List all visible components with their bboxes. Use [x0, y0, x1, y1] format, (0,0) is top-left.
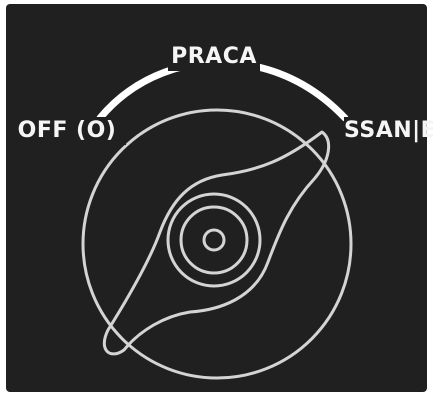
dial-outer-ring — [81, 108, 353, 380]
knob-center-dot — [202, 228, 226, 252]
position-label-suction[interactable]: SSAN|E — [344, 117, 433, 145]
knob-center-ring-middle — [179, 205, 249, 275]
position-label-off[interactable]: OFF (O) — [8, 117, 126, 145]
knob-handle-icon[interactable] — [102, 130, 331, 356]
position-label-work[interactable]: PRACA — [168, 43, 260, 71]
